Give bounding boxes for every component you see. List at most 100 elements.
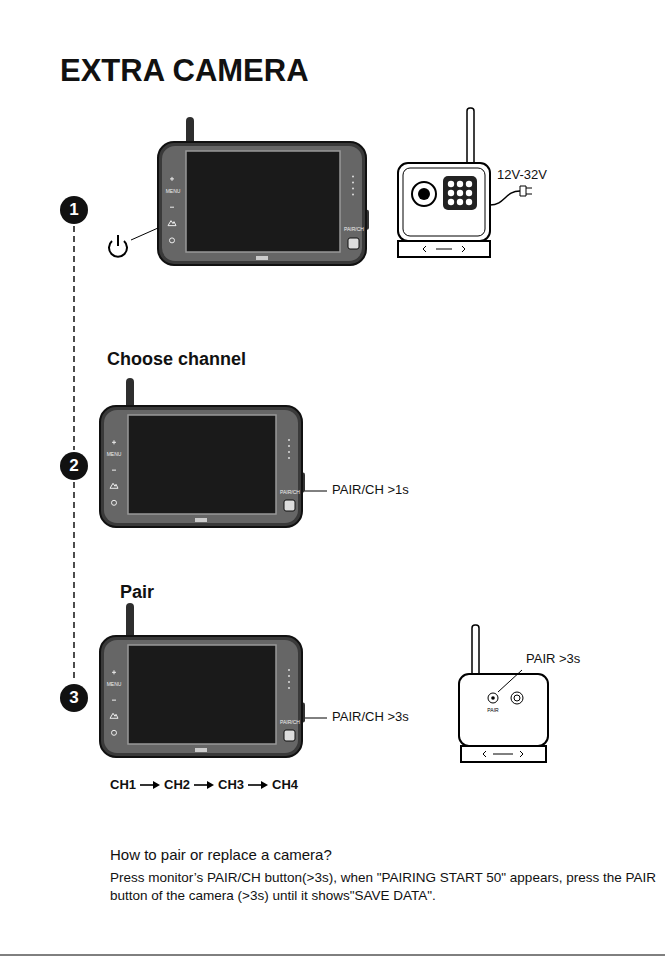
channel-label: CH4 bbox=[272, 778, 298, 793]
pair-button bbox=[491, 696, 495, 700]
minus-button bbox=[112, 470, 116, 471]
monitor bbox=[100, 603, 305, 757]
indicator-dot bbox=[288, 445, 290, 447]
ir-led bbox=[466, 190, 472, 196]
callout-label: 12V-32V bbox=[497, 168, 547, 183]
leader-line bbox=[498, 670, 522, 692]
lens bbox=[418, 188, 430, 200]
power-cable bbox=[490, 191, 520, 205]
power-plug bbox=[520, 186, 526, 196]
channel-sequence: CH1 CH2 CH3 CH4 bbox=[110, 778, 298, 793]
ir-led bbox=[466, 181, 472, 187]
button-label: MENU bbox=[107, 452, 122, 458]
power-button bbox=[112, 730, 117, 735]
channel-label: CH3 bbox=[218, 778, 244, 793]
step-number-text: 3 bbox=[69, 688, 78, 708]
indicator-dot bbox=[288, 675, 290, 677]
arrow-head bbox=[207, 781, 214, 789]
bracket-mark bbox=[483, 751, 523, 757]
button-label: PAIR/CH bbox=[344, 227, 364, 233]
channel-label: CH1 bbox=[110, 778, 136, 793]
ir-led bbox=[466, 199, 472, 205]
lens bbox=[412, 182, 436, 206]
faq-question: How to pair or replace a camera? bbox=[110, 846, 332, 863]
camera-back bbox=[459, 625, 548, 762]
mode-button bbox=[110, 483, 118, 488]
page-title: EXTRA CAMERA bbox=[60, 53, 309, 89]
button-label: PAIR bbox=[487, 708, 498, 714]
bracket-mark bbox=[423, 246, 465, 252]
dashed-connector bbox=[73, 482, 74, 682]
faq-answer: Press monitor’s PAIR/CH button(>3s), whe… bbox=[110, 869, 658, 904]
button-label: PAIR/CH bbox=[280, 490, 300, 496]
button-label: MENU bbox=[166, 189, 181, 195]
indicator-dot bbox=[288, 457, 290, 459]
mount-bracket bbox=[461, 746, 546, 762]
plug-pin bbox=[526, 188, 532, 194]
callout-label: PAIR/CH >1s bbox=[332, 483, 409, 498]
antenna bbox=[472, 625, 479, 680]
plus-button bbox=[170, 177, 174, 181]
camera-front bbox=[398, 108, 532, 257]
mic bbox=[511, 692, 523, 704]
arrow-head bbox=[153, 781, 160, 789]
arrow-shaft bbox=[140, 785, 154, 787]
section-heading: Pair bbox=[120, 582, 154, 603]
logo bbox=[256, 256, 268, 260]
ir-leds bbox=[443, 176, 477, 210]
mount-bracket bbox=[398, 241, 490, 257]
monitor-body bbox=[100, 406, 302, 527]
sequence-arrow bbox=[139, 780, 161, 790]
step-number: 3 bbox=[60, 684, 88, 712]
indicator-dot bbox=[352, 187, 354, 189]
step-number: 1 bbox=[60, 196, 88, 224]
indicator-dot bbox=[352, 193, 354, 195]
arrow-shaft bbox=[248, 785, 262, 787]
callout-label: PAIR >3s bbox=[526, 652, 580, 667]
power-button bbox=[112, 500, 117, 505]
monitor-bezel bbox=[162, 146, 362, 261]
minus-button bbox=[112, 700, 116, 701]
callout-label: PAIR/CH >3s bbox=[332, 710, 409, 725]
channel-label: CH2 bbox=[164, 778, 190, 793]
monitor-bezel bbox=[104, 410, 298, 523]
pair-button bbox=[284, 730, 295, 741]
monitor-body bbox=[100, 636, 302, 757]
plus-button bbox=[112, 440, 116, 444]
leader-line bbox=[305, 491, 327, 492]
ir-led bbox=[457, 190, 463, 196]
monitor bbox=[158, 117, 369, 265]
monitor bbox=[100, 378, 305, 527]
screen bbox=[186, 151, 340, 252]
leader-line bbox=[131, 228, 158, 240]
indicator-dot bbox=[288, 681, 290, 683]
camera-body bbox=[459, 674, 548, 746]
indicator-dot bbox=[288, 669, 290, 671]
camera-body bbox=[398, 163, 490, 241]
ir-led bbox=[448, 181, 454, 187]
ir-led bbox=[448, 199, 454, 205]
monitor-bezel bbox=[104, 640, 298, 753]
arrow-shaft bbox=[194, 785, 208, 787]
ir-led bbox=[448, 190, 454, 196]
mic bbox=[514, 695, 520, 701]
indicator-dot bbox=[352, 181, 354, 183]
sequence-arrow bbox=[193, 780, 215, 790]
pair-button bbox=[284, 500, 295, 511]
pair-button bbox=[348, 238, 359, 249]
screen bbox=[128, 415, 276, 514]
section-heading: Choose channel bbox=[107, 349, 246, 370]
mode-button bbox=[110, 713, 118, 718]
ir-led bbox=[457, 181, 463, 187]
leader-line bbox=[305, 718, 327, 719]
minus-button bbox=[170, 207, 174, 208]
sequence-arrow bbox=[247, 780, 269, 790]
button-label: PAIR/CH bbox=[280, 720, 300, 726]
step-number-text: 1 bbox=[69, 200, 78, 220]
camera-face bbox=[403, 168, 485, 236]
indicator-dot bbox=[352, 175, 354, 177]
dashed-connector bbox=[73, 226, 74, 450]
antenna bbox=[467, 108, 474, 168]
